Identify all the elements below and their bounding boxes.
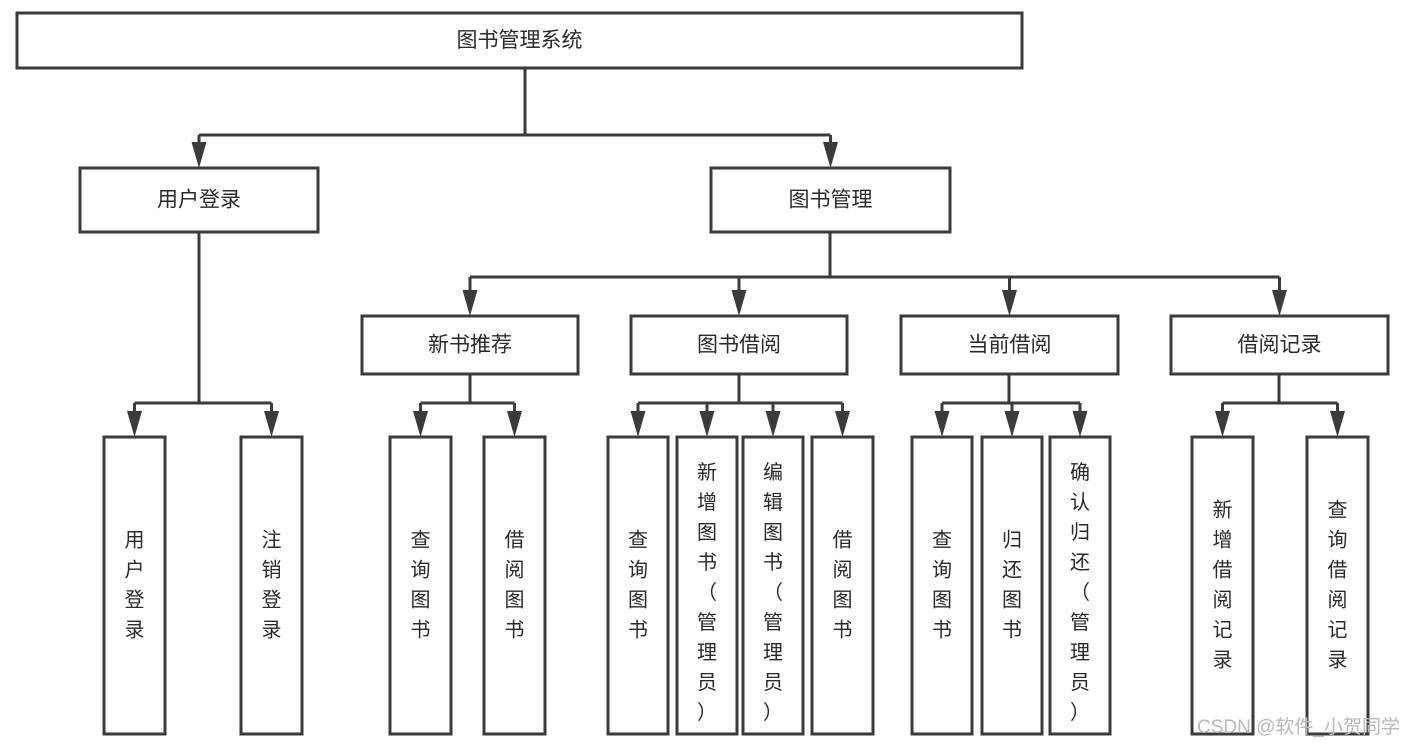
arrow-head-icon <box>699 411 715 437</box>
arrow-head-icon <box>264 411 279 437</box>
arrow-head-icon <box>1072 411 1088 437</box>
node-label: 查询图书 <box>932 529 952 642</box>
node-box[interactable] <box>910 435 974 736</box>
node-box[interactable] <box>629 314 849 376</box>
node-box[interactable] <box>810 435 875 736</box>
arrow-head-icon <box>1004 411 1020 437</box>
node-leaf-edit-book[interactable]: 编辑图书（管理员） <box>741 435 805 736</box>
node-label: 借阅记录 <box>1238 334 1322 357</box>
node-box[interactable] <box>606 435 670 736</box>
watermark-layer: CSDN @软件_小贺同学 <box>1197 716 1400 738</box>
node-book-borrow[interactable]: 图书借阅 <box>629 314 849 376</box>
arrow-head-icon <box>835 411 850 437</box>
connectors-layer <box>127 68 1345 437</box>
arrow-head-icon <box>1002 290 1017 316</box>
node-leaf-borrow-book-2[interactable]: 借阅图书 <box>810 435 875 736</box>
nodes-layer: 图书管理系统用户登录图书管理新书推荐图书借阅当前借阅借阅记录用户登录注销登录查询… <box>15 11 1390 736</box>
node-leaf-query-record[interactable]: 查询借阅记录 <box>1305 435 1370 736</box>
arrow-head-icon <box>507 411 522 437</box>
node-label: 新增图书（管理员） <box>697 461 717 724</box>
node-borrow-record[interactable]: 借阅记录 <box>1169 314 1390 376</box>
node-label: 借阅图书 <box>833 529 853 642</box>
node-box[interactable] <box>1190 435 1255 736</box>
arrow-head-icon <box>731 290 747 316</box>
node-label: 新增借阅记录 <box>1213 499 1233 672</box>
node-label: 图书管理 <box>789 189 873 212</box>
node-box[interactable] <box>675 435 739 736</box>
node-box[interactable] <box>102 435 167 736</box>
node-leaf-user-login[interactable]: 用户登录 <box>102 435 167 736</box>
node-new-book-rec[interactable]: 新书推荐 <box>360 314 580 376</box>
node-leaf-add-record[interactable]: 新增借阅记录 <box>1190 435 1255 736</box>
node-book-manage[interactable]: 图书管理 <box>709 166 952 234</box>
node-box[interactable] <box>388 435 453 736</box>
arrow-head-icon <box>191 142 207 168</box>
node-label: 查询借阅记录 <box>1328 499 1348 672</box>
node-box[interactable] <box>1169 314 1390 376</box>
node-label: 用户登录 <box>125 530 145 642</box>
node-leaf-confirm-return[interactable]: 确认归还（管理员） <box>1048 435 1112 736</box>
node-box[interactable] <box>1305 435 1370 736</box>
node-current-borrow[interactable]: 当前借阅 <box>899 314 1120 376</box>
arrow-head-icon <box>1272 290 1287 316</box>
node-box[interactable] <box>78 166 320 234</box>
node-label: 注销登录 <box>262 529 282 642</box>
node-user-login[interactable]: 用户登录 <box>78 166 320 234</box>
node-label: 新书推荐 <box>428 334 512 357</box>
node-label: 用户登录 <box>157 189 241 212</box>
node-label: 图书管理系统 <box>457 29 583 52</box>
arrow-head-icon <box>823 142 838 168</box>
node-box[interactable] <box>239 435 304 736</box>
node-leaf-query-book-1[interactable]: 查询图书 <box>388 435 453 736</box>
node-box[interactable] <box>15 11 1024 70</box>
node-box[interactable] <box>980 435 1044 736</box>
node-label: 图书借阅 <box>697 334 781 357</box>
node-label: 归还图书 <box>1002 529 1022 642</box>
arrow-head-icon <box>765 411 781 437</box>
node-box[interactable] <box>1048 435 1112 736</box>
node-box[interactable] <box>709 166 952 234</box>
node-box[interactable] <box>899 314 1120 376</box>
arrow-head-icon <box>462 290 478 316</box>
node-leaf-add-book[interactable]: 新增图书（管理员） <box>675 435 739 736</box>
node-root-图书管理系统[interactable]: 图书管理系统 <box>15 11 1024 70</box>
node-label: 确认归还（管理员） <box>1070 461 1090 724</box>
node-box[interactable] <box>360 314 580 376</box>
arrow-head-icon <box>1215 411 1230 437</box>
arrow-head-icon <box>1330 411 1345 437</box>
node-label: 借阅图书 <box>505 529 525 642</box>
node-leaf-user-logout[interactable]: 注销登录 <box>239 435 304 736</box>
node-leaf-query-book-3[interactable]: 查询图书 <box>910 435 974 736</box>
node-leaf-query-book-2[interactable]: 查询图书 <box>606 435 670 736</box>
csdn-watermark: CSDN @软件_小贺同学 <box>1197 716 1400 738</box>
node-label: 编辑图书（管理员） <box>763 461 783 724</box>
arrow-head-icon <box>630 411 646 437</box>
node-leaf-borrow-book-1[interactable]: 借阅图书 <box>482 435 547 736</box>
node-label: 查询图书 <box>628 529 648 642</box>
arrow-head-icon <box>413 411 428 437</box>
arrow-head-icon <box>127 411 142 437</box>
arrow-head-icon <box>934 411 950 437</box>
node-box[interactable] <box>482 435 547 736</box>
node-label: 查询图书 <box>411 529 431 642</box>
node-leaf-return-book[interactable]: 归还图书 <box>980 435 1044 736</box>
node-label: 当前借阅 <box>968 334 1052 357</box>
node-box[interactable] <box>741 435 805 736</box>
